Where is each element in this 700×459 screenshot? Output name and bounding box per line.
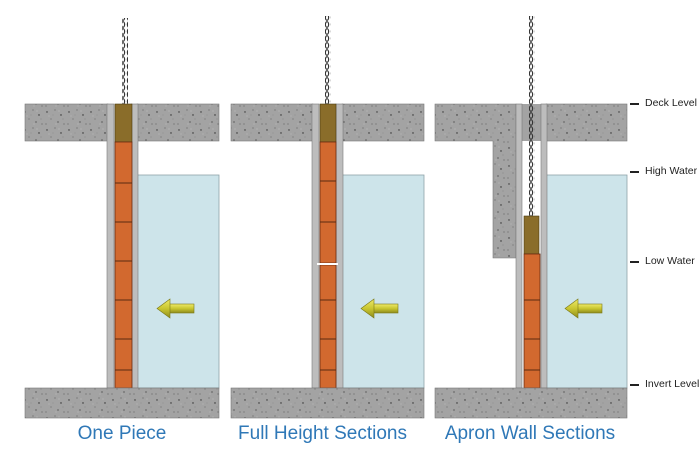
- label-high-water: High Water: [645, 165, 698, 177]
- arrow-left-icon: [564, 298, 603, 319]
- frame-guide-left: [106, 103, 115, 389]
- label-deck-level: Deck Level: [645, 97, 697, 109]
- frame-guide-left: [311, 103, 320, 389]
- caption-full-height-sections: Full Height Sections: [238, 423, 407, 444]
- frame-guide-left: [515, 103, 523, 389]
- panel-one-piece: [24, 18, 220, 419]
- gate-section-upper: [319, 141, 337, 264]
- gate-panel: [114, 141, 133, 389]
- frame-guide-right: [335, 103, 344, 389]
- gate-top-block: [319, 103, 337, 143]
- deck-slab-left: [230, 103, 314, 142]
- deck-slab-right: [545, 103, 628, 142]
- label-low-water: Low Water: [645, 255, 695, 267]
- caption-one-piece: One Piece: [77, 423, 167, 444]
- invert-level-tick: [630, 384, 639, 386]
- low-water-tick: [630, 261, 639, 263]
- panel-full-height-sections: [230, 16, 425, 419]
- high-water-tick: [630, 171, 639, 173]
- chain-icon: [325, 16, 331, 104]
- water-body: [136, 174, 220, 389]
- deck-slab-right: [341, 103, 425, 142]
- panel-apron-wall-sections: [434, 16, 628, 419]
- gate-panel: [523, 253, 541, 389]
- chain-icon: [122, 18, 128, 104]
- gate-stiffeners: [524, 299, 540, 371]
- water-body: [341, 174, 425, 389]
- gate-top-block: [114, 103, 133, 143]
- invert-slab: [434, 387, 628, 419]
- deck-slab-left: [24, 103, 109, 142]
- chain-icon: [529, 16, 535, 216]
- arrow-left-icon: [156, 298, 195, 319]
- caption-apron-wall-sections: Apron Wall Sections: [444, 423, 616, 444]
- gate-stiffeners: [320, 180, 336, 371]
- arrow-left-icon: [360, 298, 399, 319]
- label-invert-level: Invert Level: [645, 378, 700, 390]
- gate-stiffeners: [115, 182, 132, 371]
- invert-slab: [24, 387, 220, 419]
- apron-wall: [434, 103, 517, 259]
- gate-top-block: [523, 215, 540, 255]
- deck-slab-right: [136, 103, 220, 142]
- invert-slab: [230, 387, 425, 419]
- water-body: [545, 174, 628, 389]
- frame-guide-right: [540, 103, 548, 389]
- deck-level-tick: [630, 103, 639, 105]
